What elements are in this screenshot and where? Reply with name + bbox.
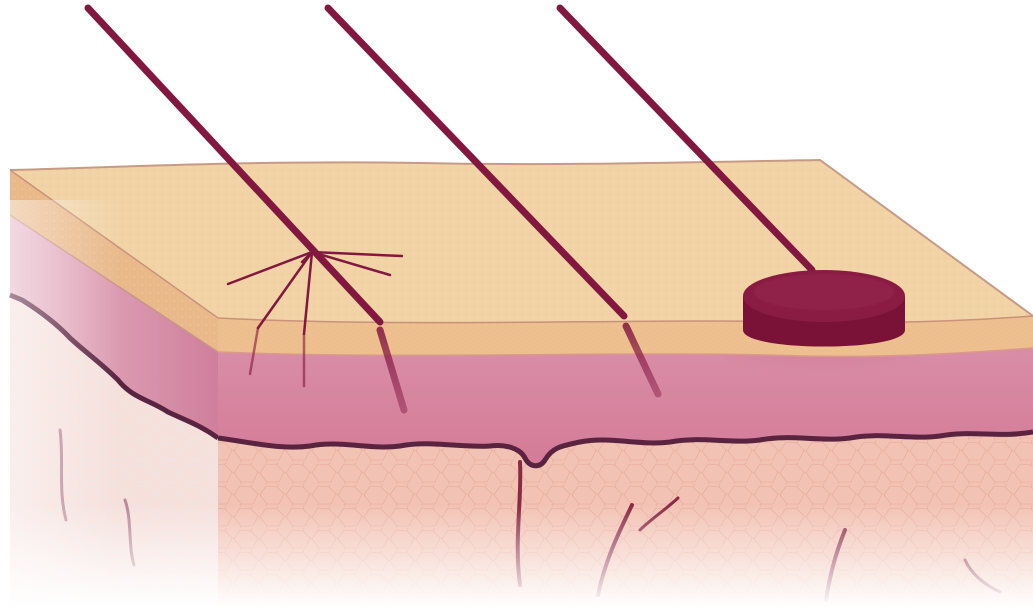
bottom-fade	[0, 380, 1033, 607]
left-fade	[0, 200, 120, 607]
